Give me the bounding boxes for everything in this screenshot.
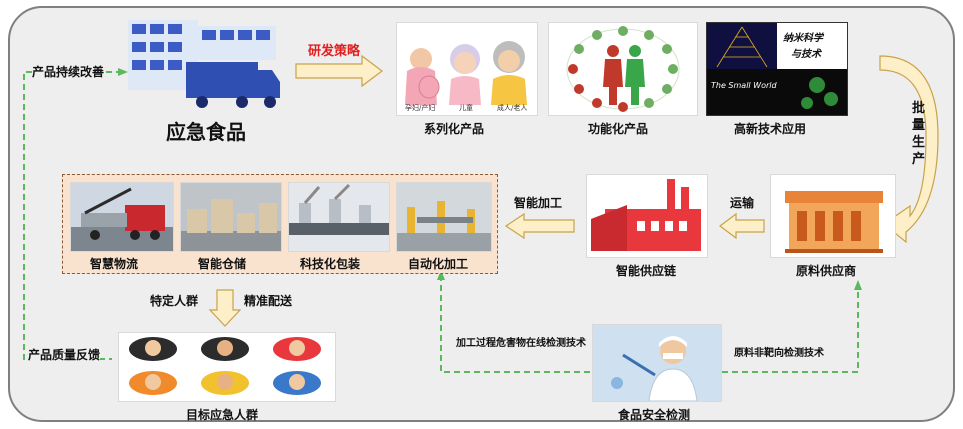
series-products-label: 系列化产品	[424, 122, 485, 136]
factory-panel	[586, 174, 708, 258]
series-sub-adult: 成人/老人	[497, 104, 528, 112]
nano-text-1: 纳米科学	[783, 33, 823, 44]
series-sub-pregnant: 孕妇/产妇	[405, 104, 436, 112]
transport-arrow	[719, 212, 765, 240]
smart-processing-label: 智能加工	[514, 196, 563, 210]
auto-processing-label: 自动化加工	[408, 257, 469, 271]
emergency-food-label: 应急食品	[166, 120, 246, 144]
specific-population-label: 特定人群	[150, 294, 199, 308]
smart-logistics-label: 智慧物流	[90, 257, 139, 271]
smart-supply-chain-label: 智能供应链	[616, 264, 677, 278]
series-products-panel: 孕妇/产妇 儿童 成人/老人	[396, 22, 538, 116]
mass-production-label: 批量生产	[912, 101, 926, 167]
rd-strategy-label: 研发策略	[308, 44, 361, 59]
tech-packaging-label: 科技化包装	[300, 257, 361, 271]
packaging-photo	[288, 182, 390, 252]
delivery-arrow	[208, 289, 242, 327]
target-population-label: 目标应急人群	[186, 408, 259, 422]
target-population-panel	[118, 332, 336, 402]
smart-processing-arrow	[504, 212, 575, 240]
transport-label: 运输	[730, 196, 755, 210]
hazard-detection-label: 加工过程危害物在线检测技术	[456, 337, 586, 351]
quality-feedback-label: 产品质量反馈	[28, 346, 101, 363]
food-safety-label: 食品安全检测	[618, 408, 691, 422]
hazard-detection-text: 加工过程危害物在线检测技术	[456, 338, 586, 349]
smart-warehouse-label: 智能仓储	[198, 257, 247, 271]
food-safety-panel	[592, 324, 722, 402]
hitech-panel: 纳米科学 与技术 The Small World	[706, 22, 848, 116]
precise-delivery-label: 精准配送	[244, 294, 293, 308]
logistics-photo	[70, 182, 174, 252]
raw-supplier-label: 原料供应商	[796, 264, 857, 278]
auto-processing-photo	[396, 182, 492, 252]
hitech-label: 高新技术应用	[734, 122, 807, 136]
rd-arrow	[295, 54, 383, 88]
warehouse-truck-illustration	[128, 18, 280, 110]
nano-text-2: 与技术	[791, 49, 821, 60]
warehouse-photo	[180, 182, 282, 252]
functional-products-label: 功能化产品	[588, 122, 649, 136]
continuous-improvement-label: 产品持续改善	[32, 63, 105, 80]
small-world-text: The Small World	[711, 81, 777, 90]
functional-products-panel	[548, 22, 698, 116]
raw-supplier-panel	[770, 174, 896, 258]
series-sub-child: 儿童	[459, 104, 473, 112]
nontarget-detection-label: 原料非靶向检测技术	[734, 348, 824, 359]
